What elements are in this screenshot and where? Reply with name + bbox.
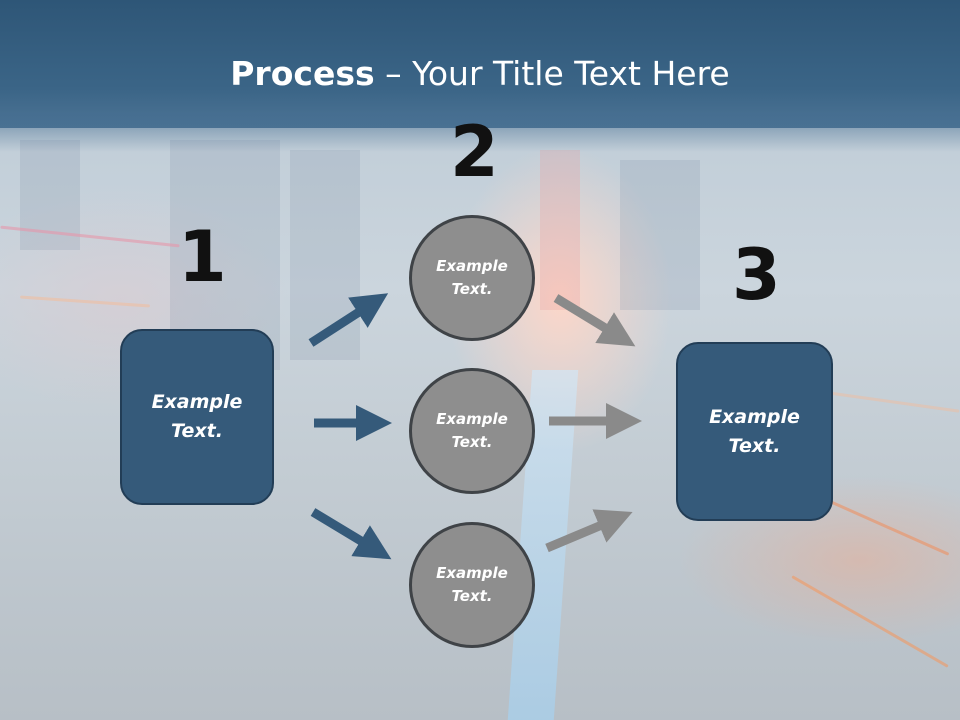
arrow-1-to-2c <box>310 508 392 560</box>
slide-title-bold: Process <box>230 54 375 93</box>
step-2-number: 2 <box>450 111 499 193</box>
step-1-box[interactable]: Example Text. <box>120 329 274 505</box>
step-1-number: 1 <box>178 216 227 298</box>
step-2-circle-top[interactable]: Example Text. <box>409 215 535 341</box>
title-bar-fade <box>0 112 960 152</box>
step-2-circle-bottom-label: Example Text. <box>436 564 508 605</box>
step-3-label: Example Text. <box>709 405 800 457</box>
step-3-number: 3 <box>732 234 781 316</box>
arrow-2a-to-3 <box>553 294 636 347</box>
arrow-2c-to-3 <box>545 509 633 553</box>
slide-title: Process – Your Title Text Here <box>0 50 960 98</box>
step-2-circle-top-label: Example Text. <box>436 257 508 298</box>
step-3-box[interactable]: Example Text. <box>676 342 833 521</box>
title-bar <box>0 0 960 128</box>
arrow-1-to-2a <box>308 293 389 347</box>
step-2-circle-middle-label: Example Text. <box>436 410 508 451</box>
step-2-circle-bottom[interactable]: Example Text. <box>409 522 535 648</box>
slide-title-rest: – Your Title Text Here <box>374 54 730 93</box>
step-2-circle-middle[interactable]: Example Text. <box>409 368 535 494</box>
step-1-label: Example Text. <box>151 391 243 442</box>
